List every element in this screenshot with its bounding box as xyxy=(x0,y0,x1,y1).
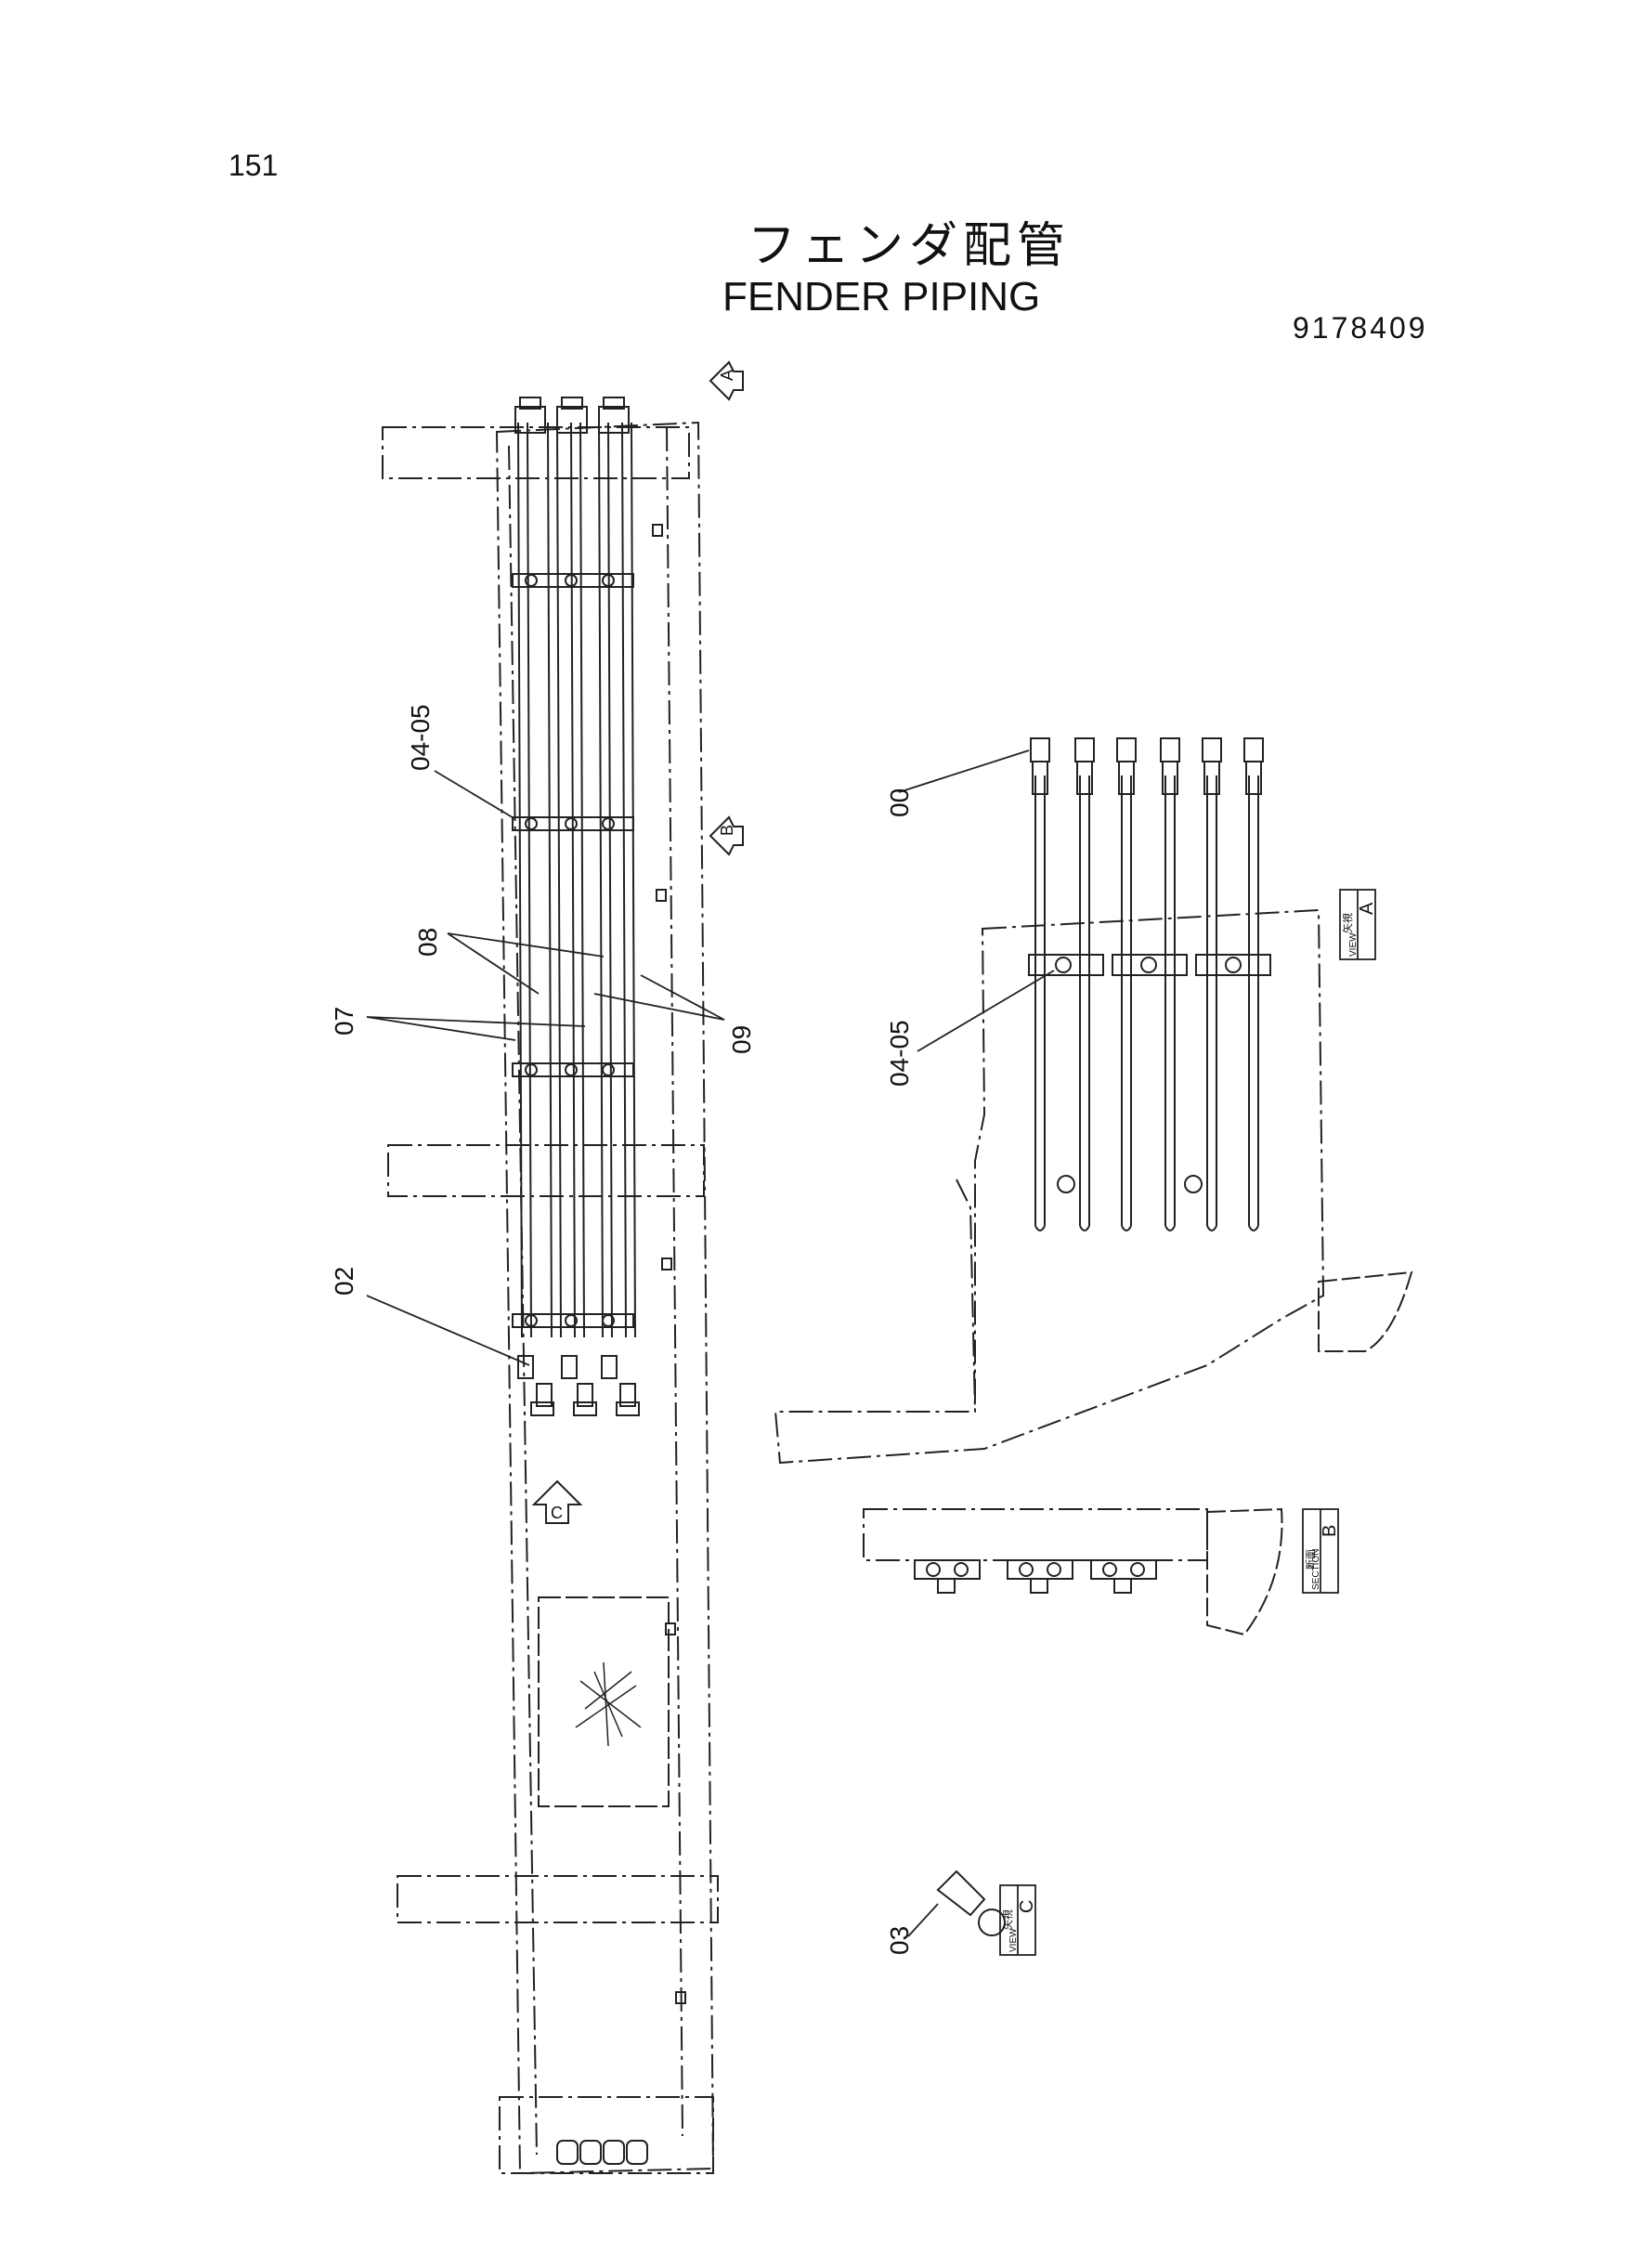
view-label-boxes xyxy=(999,889,1376,1956)
callout-00: 00 xyxy=(885,788,914,817)
callout-02: 02 xyxy=(330,1267,358,1296)
leader-line-00 xyxy=(898,749,1030,793)
callout-08: 08 xyxy=(413,928,442,957)
view-a-label-jp: 矢視 xyxy=(1341,913,1354,933)
page-number: 151 xyxy=(228,149,279,182)
section-b-label: 断面 SECTION B xyxy=(1304,1525,1340,1590)
view-arrow-c-letter: C xyxy=(551,1504,563,1522)
fender-inner-line xyxy=(666,426,683,2137)
fender-end-cap xyxy=(499,2096,714,2174)
view-c-elbow xyxy=(936,1870,986,1917)
view-arrow-a-letter: A xyxy=(718,370,736,381)
leader-line-03 xyxy=(907,1903,939,1937)
view-arrow-b-letter: B xyxy=(718,825,736,836)
view-a-pipes xyxy=(1034,775,1259,1231)
view-a-fittings xyxy=(1030,737,1264,795)
view-c-drawing xyxy=(907,1870,1006,1937)
callout-04-05-main: 04-05 xyxy=(406,704,435,771)
view-a-label: 矢視 VIEW A xyxy=(1341,902,1377,957)
view-arrow-b xyxy=(709,815,744,856)
fender-inner-line-left xyxy=(508,445,538,2156)
view-a-label-letter: A xyxy=(1357,902,1377,915)
section-b-label-en: SECTION xyxy=(1311,1549,1321,1590)
cross-member-top xyxy=(382,426,690,479)
pipe-bundle xyxy=(517,422,636,1338)
step-plate xyxy=(538,1596,670,1807)
section-b-bumper xyxy=(1206,1507,1283,1636)
view-c-ring xyxy=(978,1909,1006,1936)
page-title-japanese: フェンダ配管 xyxy=(748,218,1072,274)
top-fittings xyxy=(514,397,630,434)
section-b-body xyxy=(863,1508,1208,1561)
view-c-label-letter: C xyxy=(1017,1900,1037,1913)
section-b-drawing xyxy=(863,1507,1283,1636)
leader-line-0405-view xyxy=(917,970,1055,1052)
page-title: FENDER PIPING xyxy=(722,274,1041,319)
view-arrow-a xyxy=(709,360,744,401)
view-a-bumper xyxy=(1318,1270,1413,1352)
callout-04-05-view: 04-05 xyxy=(885,1020,914,1087)
view-a-label-en: VIEW xyxy=(1348,932,1359,957)
cross-member-middle xyxy=(387,1144,705,1197)
section-b-clamps xyxy=(914,1559,1157,1594)
view-a-inner-frame xyxy=(956,1179,976,1413)
step-pattern xyxy=(575,1661,642,1747)
view-c-label-en: VIEW xyxy=(1008,1928,1019,1952)
elbow-fittings xyxy=(517,1355,640,1416)
view-arrow-c xyxy=(531,1479,583,1524)
callout-09: 09 xyxy=(727,1025,756,1054)
view-a-frame xyxy=(774,908,1325,1465)
view-a-clamps xyxy=(1028,954,1271,1193)
light-lens-group xyxy=(556,2140,648,2165)
view-c-label: 矢視 VIEW C xyxy=(1001,1900,1037,1952)
view-a-drawing xyxy=(774,737,1413,1465)
callout-07: 07 xyxy=(330,1007,358,1036)
fender-main-view xyxy=(382,397,719,2175)
drawing-number: 9178409 xyxy=(1293,311,1428,345)
leader-lines-main xyxy=(366,770,725,1366)
view-c-label-jp: 矢視 xyxy=(1001,1909,1014,1930)
section-b-label-letter: B xyxy=(1320,1525,1340,1537)
clamp-rows xyxy=(512,573,634,1328)
callout-03: 03 xyxy=(885,1926,914,1955)
section-b-label-jp: 断面 xyxy=(1304,1549,1317,1570)
cross-member-lower xyxy=(397,1875,719,1923)
